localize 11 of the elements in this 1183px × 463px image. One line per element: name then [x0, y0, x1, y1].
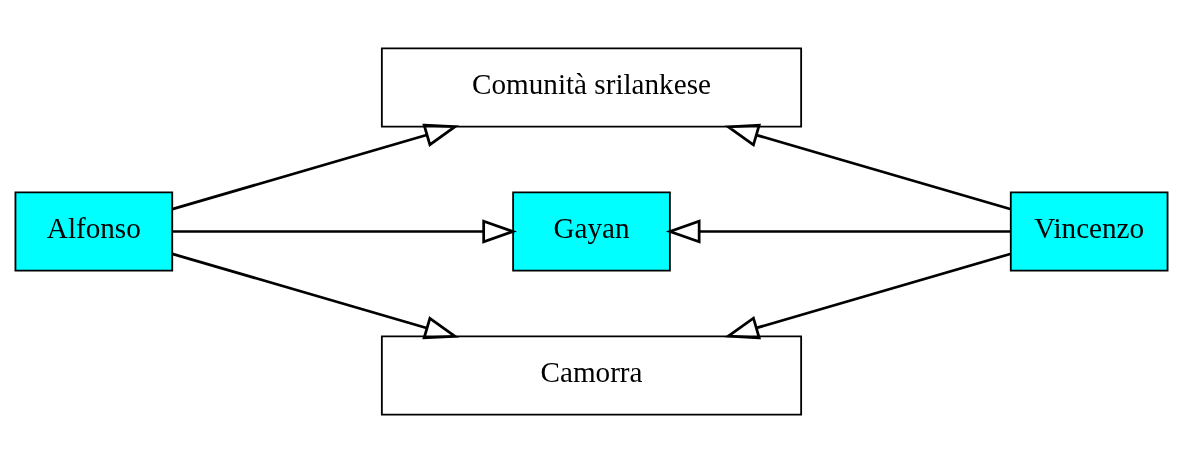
arrow	[172, 219, 517, 244]
arrow	[724, 123, 1011, 211]
arrow	[171, 252, 459, 340]
node-box: Alfonso	[14, 191, 174, 272]
arrow	[665, 219, 1011, 244]
node-box: Gayan	[512, 191, 671, 272]
node-box: Camorra	[380, 335, 803, 416]
arrow	[171, 123, 459, 211]
arrow	[724, 252, 1011, 340]
node-box: Comunità srilankese	[380, 47, 803, 128]
node-box: Vincenzo	[1009, 191, 1169, 272]
